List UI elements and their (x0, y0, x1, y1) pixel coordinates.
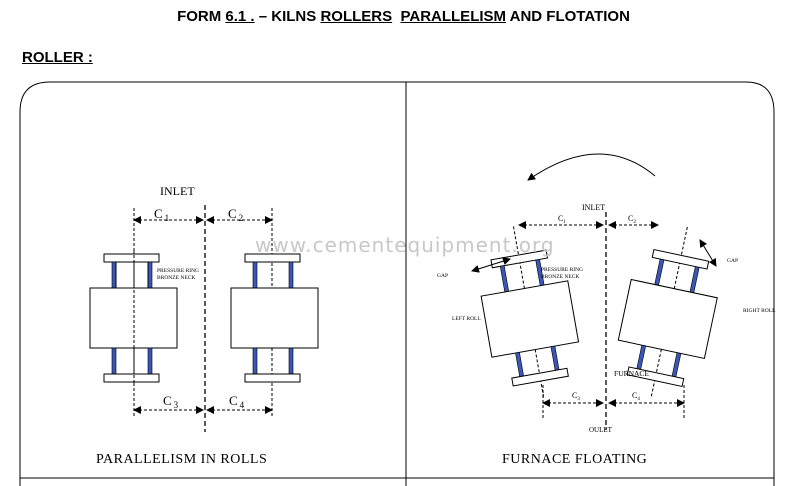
left-roll-1 (89, 208, 178, 418)
left-roll-label: LEFT ROLL (452, 316, 481, 322)
right-left-roll (480, 226, 580, 399)
right-roll-label: RIGHT ROLL (743, 308, 776, 314)
outlet-label: OULET (589, 426, 613, 434)
c2-label-right: C2 (628, 214, 636, 225)
c1-label-right: C1 (558, 214, 566, 225)
c4-label-right: C4 (632, 391, 640, 402)
right-panel: INLET C1 C2 C3 C4 (437, 153, 776, 434)
watermark: www.cementequipment.org (255, 233, 555, 257)
outer-frame (19, 81, 775, 486)
pressure-ring-label-right: PRESSURE RING (541, 267, 583, 273)
section-title: ROLLER : (22, 49, 93, 66)
caption-furnace-floating: FURNACE FLOATING (502, 452, 648, 467)
gap-indicator-right (699, 239, 717, 267)
inlet-label-right: INLET (582, 203, 605, 212)
left-roll-2 (230, 208, 319, 418)
caption-parallelism: PARALLELISM IN ROLLS (96, 452, 268, 467)
right-right-roll (617, 226, 718, 399)
furnace-label: FURNACE (614, 369, 649, 378)
bronze-neck-label-right: BRONZE NECK (541, 274, 579, 280)
form-number: 6.1 . (225, 8, 255, 25)
title-rollers: ROLLERS (320, 8, 393, 25)
rotation-arrow (527, 153, 656, 181)
form-title: FORM 6.1 . – KILNS ROLLERS PARALLELISM A… (0, 8, 807, 25)
title-dash: – KILNS (254, 8, 321, 25)
title-prefix: FORM (177, 8, 226, 25)
gap-indicator-left (471, 257, 511, 273)
gap-left-label: GAP (437, 273, 448, 279)
c3-label-right: C3 (572, 391, 580, 402)
pressure-ring-label: PRESSURE RING (157, 268, 199, 274)
gap-right-label: GAP (727, 258, 738, 264)
inlet-label: INLET (160, 184, 195, 198)
title-parallelism: PARALLELISM (400, 8, 507, 25)
bronze-neck-label: BRONZE NECK (157, 275, 195, 281)
title-rest: AND FLOTATION (506, 8, 630, 25)
